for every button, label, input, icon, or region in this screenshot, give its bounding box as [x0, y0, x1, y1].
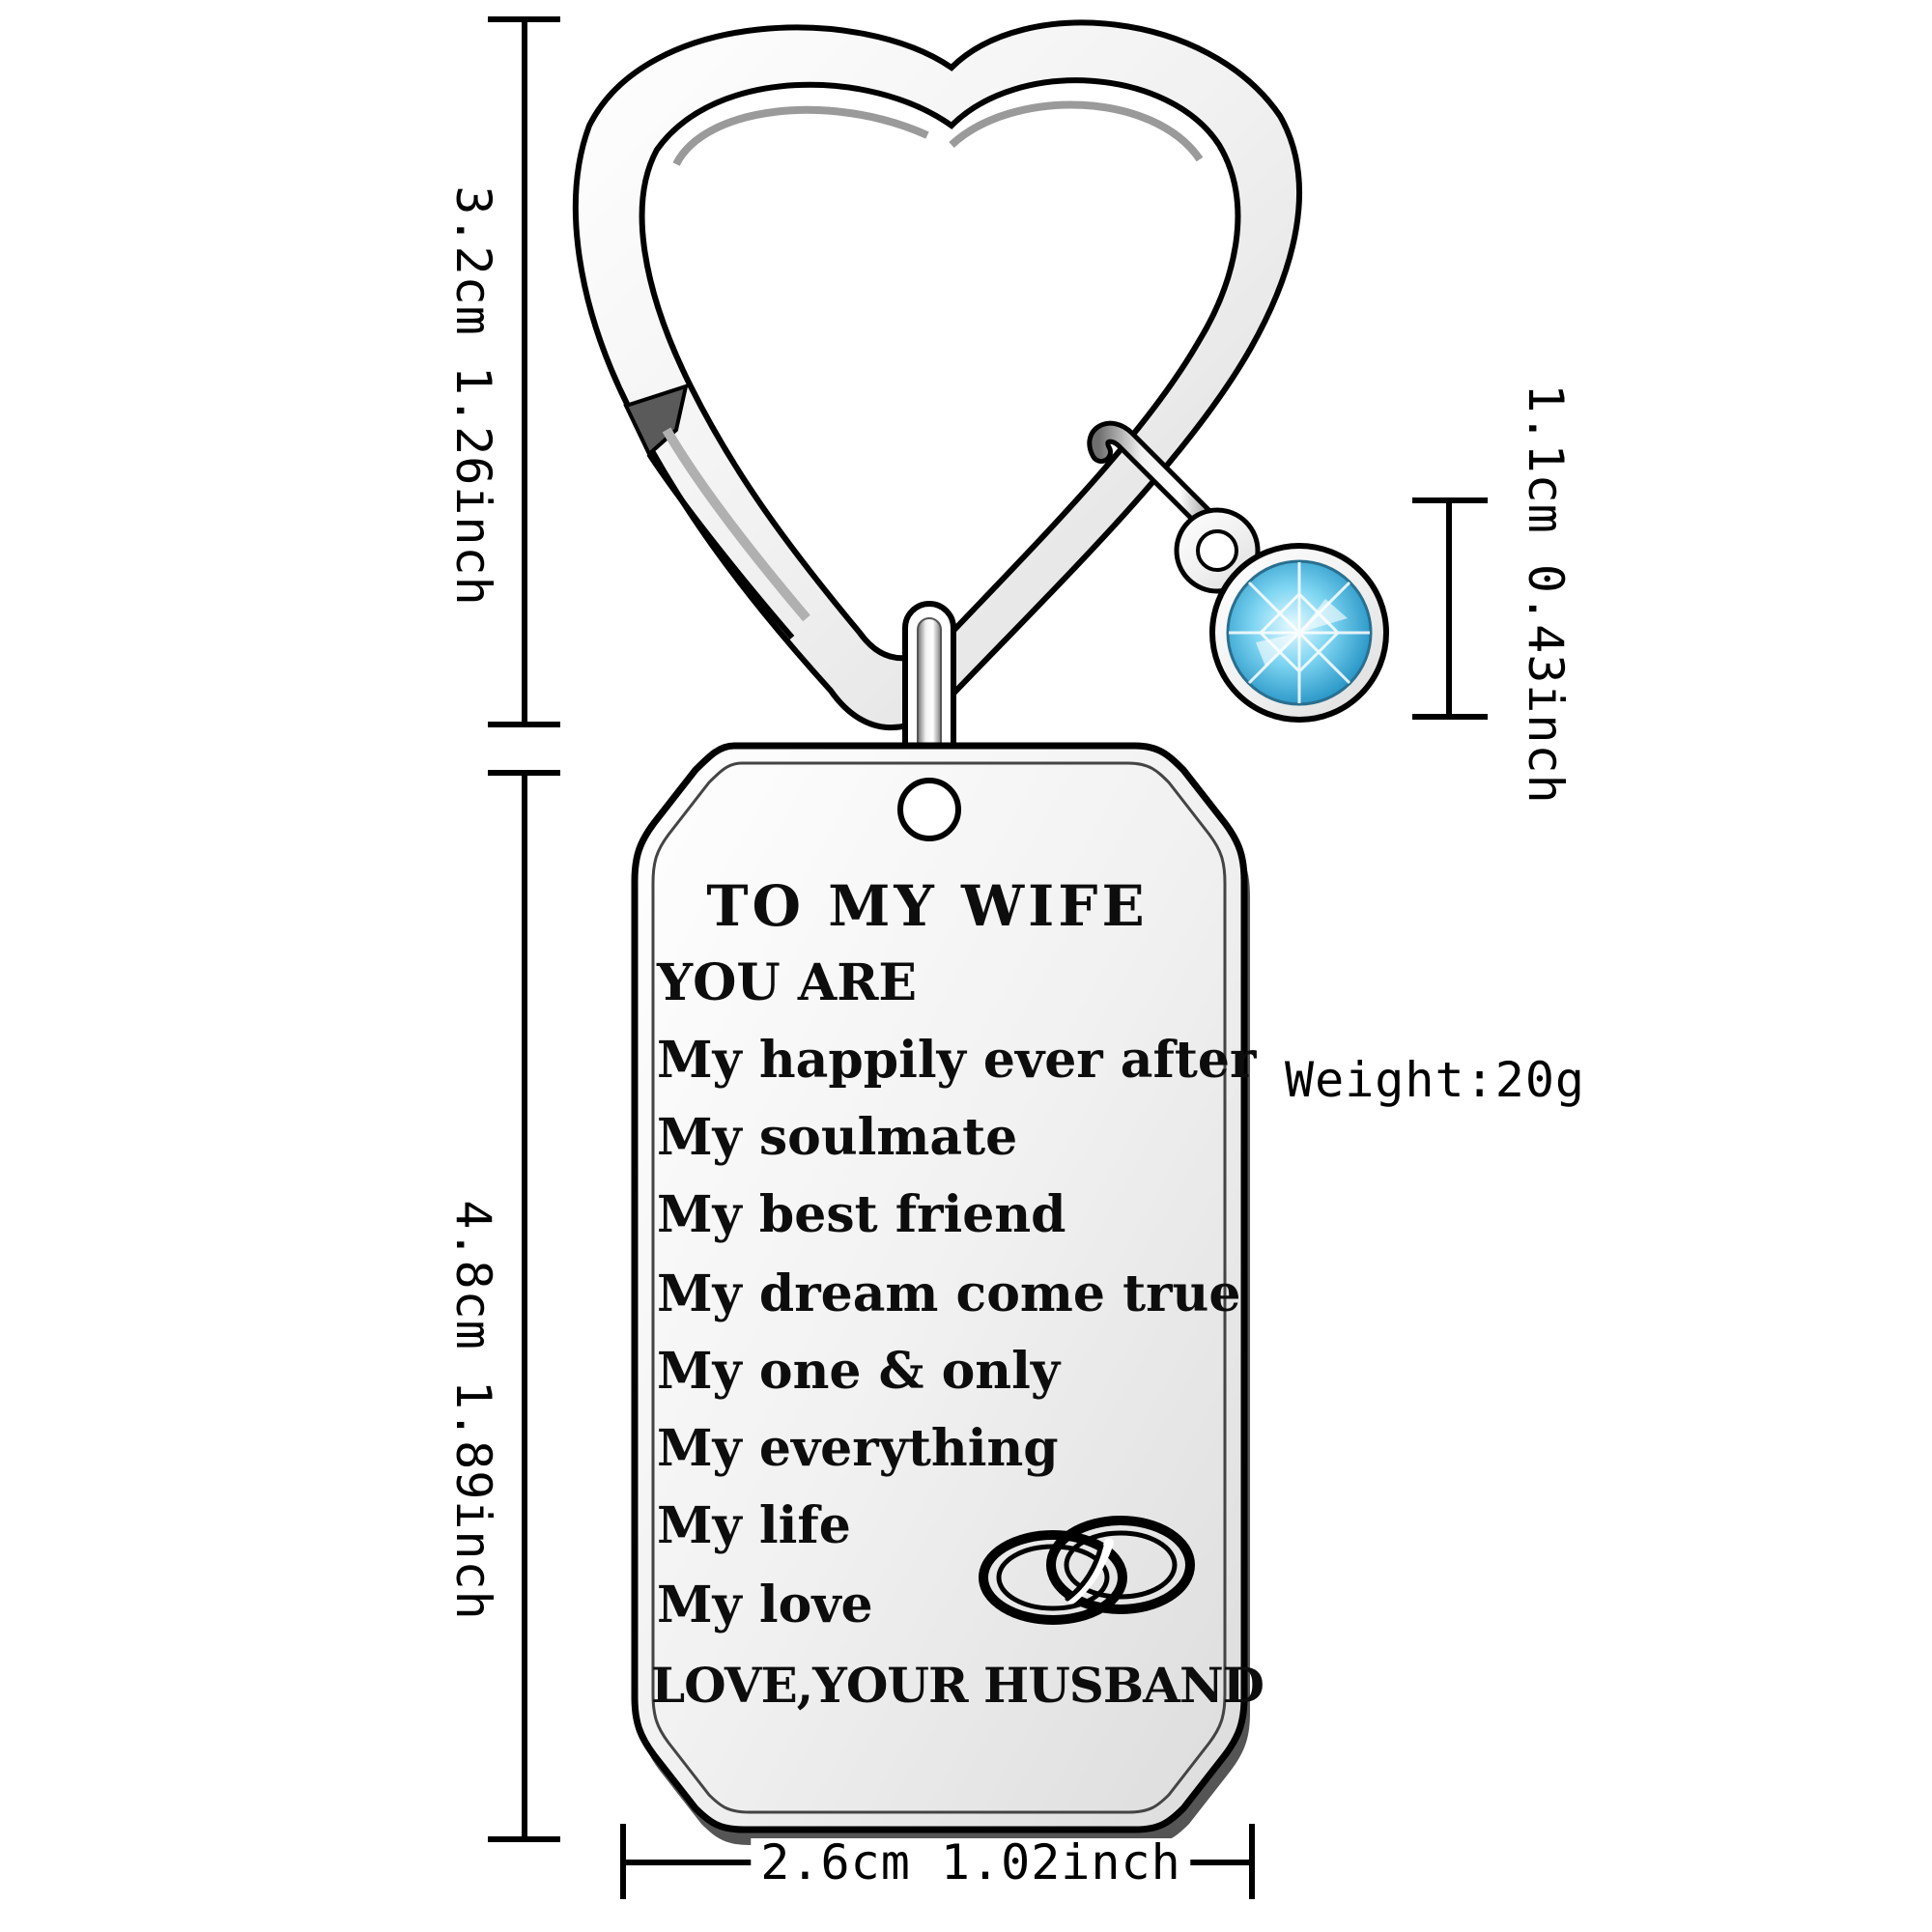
charm-diameter-label: 1.1cm 0.43inch	[1518, 384, 1574, 805]
birthstone-charm	[1174, 507, 1389, 723]
tag-signoff: LOVE,YOUR HUSBAND	[651, 1657, 1264, 1714]
dimension-keyring-height	[488, 16, 560, 727]
charm-jump-ring	[1087, 420, 1234, 548]
tag-line: My love	[657, 1576, 873, 1634]
tag-title: TO MY WIFE	[706, 873, 1149, 939]
interlocked-rings-icon	[979, 1516, 1195, 1625]
tag-line: My dream come true	[657, 1264, 1241, 1323]
heart-keyring	[572, 19, 1303, 731]
dimension-charm-diameter	[1412, 497, 1488, 720]
tag-line: My happily ever after	[657, 1031, 1257, 1090]
keyring-height-label: 3.2cm 1.26inch	[445, 185, 501, 607]
tag-height-label: 4.8cm 1.89inch	[445, 1200, 501, 1621]
tag-width-label: 2.6cm 1.02inch	[751, 1838, 1191, 1887]
tag-line: My life	[657, 1496, 851, 1555]
tag-line: My best friend	[657, 1185, 1066, 1244]
tag-line: My everything	[657, 1419, 1059, 1478]
tag-line: YOU ARE	[657, 953, 918, 1012]
dimension-tag-height	[488, 770, 560, 1842]
tag-line: My one & only	[657, 1342, 1061, 1401]
weight-label: Weight:20g	[1285, 1052, 1586, 1108]
tag-line: My soulmate	[657, 1108, 1018, 1167]
